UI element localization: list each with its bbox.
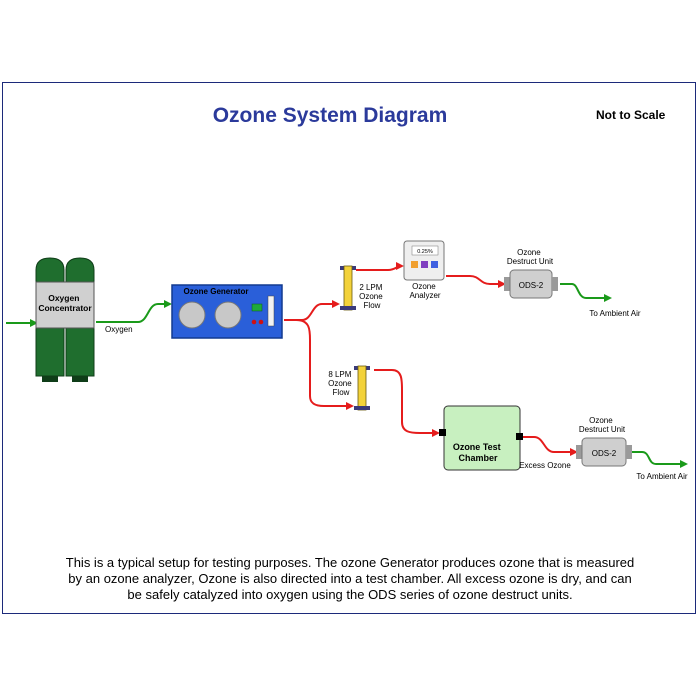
- ozone-generator: Ozone Generator: [171, 284, 283, 339]
- ambient-line-1: [560, 283, 612, 302]
- excess-ozone-label: Excess Ozone: [519, 461, 571, 470]
- ambient-line-2: [632, 451, 688, 468]
- flow-meter-1-label: 2 LPM Ozone Flow: [359, 283, 385, 310]
- ozone-lines: [284, 262, 578, 456]
- concentrator-label: Oxygen Concentrator: [38, 293, 92, 313]
- analyzer-display: 0.25%: [417, 249, 433, 255]
- diagram-frame: [2, 82, 696, 614]
- gen-to-meter1: [284, 300, 340, 321]
- ambient-1-label: To Ambient Air: [589, 309, 640, 318]
- analyzer-to-ods1: [446, 275, 506, 288]
- diagram-caption: This is a typical setup for testing purp…: [65, 555, 635, 602]
- flow-meter-2: [354, 365, 370, 411]
- destruct-unit-1-label: Ozone Destruct Unit: [507, 248, 554, 266]
- ambient-2-label: To Ambient Air: [636, 472, 687, 481]
- generator-label: Ozone Generator: [184, 287, 249, 296]
- oxygen-line: [96, 300, 172, 323]
- ods-unit-2: ODS-2: [576, 437, 632, 467]
- ozone-test-chamber: Ozone Test Chamber: [439, 405, 523, 471]
- flow-meter-2-label: 8 LPM Ozone Flow: [328, 370, 354, 397]
- chamber-to-ods2: [522, 436, 578, 456]
- gen-to-meter2: [295, 319, 354, 410]
- oxygen-flow-label: Oxygen: [105, 325, 133, 334]
- ozone-analyzer: 0.25%: [403, 240, 445, 281]
- ods-1-label: ODS-2: [519, 281, 544, 290]
- oxygen-concentrator: Oxygen Concentrator: [35, 257, 95, 382]
- diagram-title: Ozone System Diagram: [212, 104, 448, 127]
- chamber-label: Ozone Test Chamber: [453, 442, 503, 463]
- flow-meter-1: [340, 265, 356, 311]
- ods-2-label: ODS-2: [592, 449, 617, 458]
- ods-unit-1: ODS-2: [504, 269, 558, 299]
- meter2-to-chamber: [374, 369, 440, 437]
- destruct-unit-2-label: Ozone Destruct Unit: [579, 416, 626, 434]
- analyzer-label: Ozone Analyzer: [409, 282, 440, 300]
- oxygen-lines: [6, 283, 688, 468]
- scale-note: Not to Scale: [596, 108, 666, 122]
- meter1-to-analyzer: [356, 262, 404, 271]
